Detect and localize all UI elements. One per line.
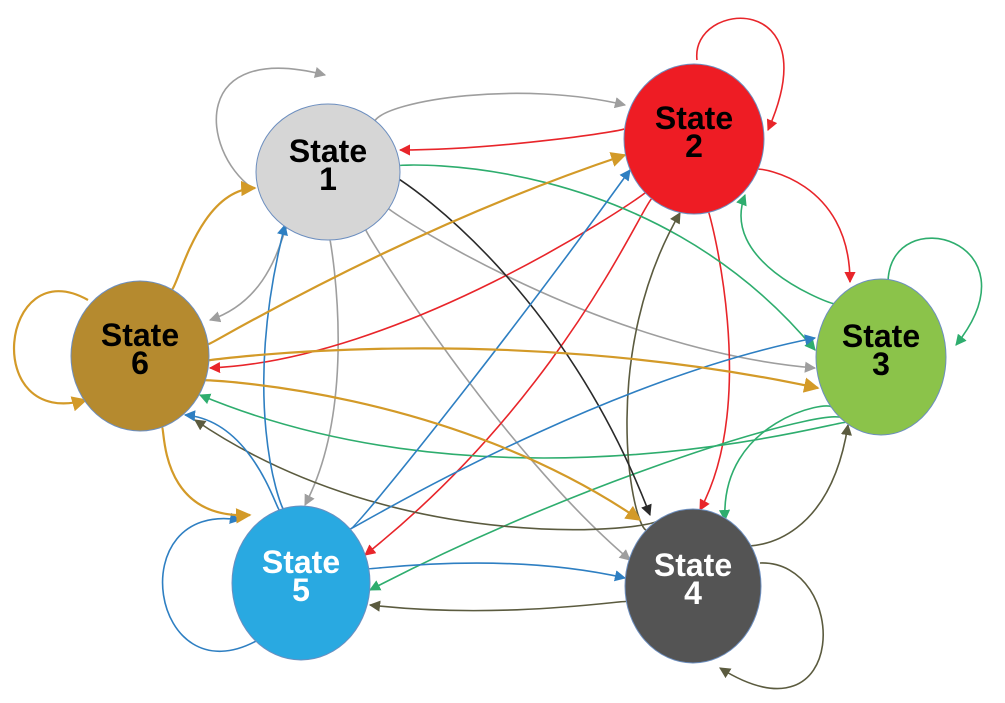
node-number-s1: 1 bbox=[319, 161, 337, 197]
node-label-s5: State bbox=[262, 544, 340, 580]
node-number-s2: 2 bbox=[685, 128, 703, 164]
node-label-s1: State bbox=[289, 133, 367, 169]
edge-s2-to-s5 bbox=[364, 198, 653, 556]
node-circle-s6 bbox=[70, 280, 210, 432]
node-circle-s5 bbox=[231, 505, 371, 661]
edge-s5-to-s2 bbox=[349, 169, 631, 530]
edge-s5-to-s4 bbox=[368, 562, 627, 582]
edge-s5-to-s5 bbox=[161, 512, 259, 653]
node-label-s2: State bbox=[655, 100, 733, 136]
edge-s3-to-s3 bbox=[887, 237, 983, 346]
edge-s4-to-s2 bbox=[626, 212, 681, 531]
edge-s1-to-s5 bbox=[304, 239, 339, 506]
node-label-s6: State bbox=[101, 317, 179, 353]
node-label-s3: State bbox=[842, 318, 920, 354]
edge-s4-to-s3 bbox=[750, 423, 852, 547]
edge-s6-to-s3 bbox=[208, 347, 820, 393]
node-number-s6: 6 bbox=[131, 345, 149, 381]
edge-s6-to-s5 bbox=[161, 426, 252, 524]
edge-s1-to-s6 bbox=[208, 227, 288, 323]
edge-s2-to-s6 bbox=[208, 192, 646, 374]
edge-s5-to-s3 bbox=[349, 334, 817, 530]
edge-s1-to-s2 bbox=[374, 92, 627, 122]
edge-s2-to-s1 bbox=[398, 127, 626, 156]
node-circle-s2 bbox=[623, 63, 765, 215]
node-circle-s4 bbox=[624, 508, 762, 664]
edge-s1-to-s4 bbox=[365, 229, 631, 561]
edge-s2-to-s3 bbox=[757, 168, 856, 284]
edge-s3-to-s4 bbox=[718, 405, 833, 522]
edge-s1-to-s1 bbox=[215, 67, 327, 189]
node-circle-s3 bbox=[815, 278, 947, 436]
edge-s2-to-s2 bbox=[696, 17, 785, 132]
edge-s5-to-s1 bbox=[263, 223, 288, 510]
edge-s6-to-s1 bbox=[171, 180, 257, 291]
edge-s3-to-s5 bbox=[369, 416, 844, 591]
edge-s4-to-s6 bbox=[194, 419, 660, 531]
edge-s3-to-s6 bbox=[198, 393, 846, 459]
edges-layer bbox=[13, 17, 983, 690]
node-number-s5: 5 bbox=[292, 572, 310, 608]
node-number-s3: 3 bbox=[872, 346, 890, 382]
node-label-s4: State bbox=[654, 547, 732, 583]
edge-s1-to-s3 bbox=[388, 208, 817, 373]
edge-s3-to-s2 bbox=[736, 193, 834, 305]
edge-s2-to-s4 bbox=[699, 211, 731, 511]
edge-s4-to-s4 bbox=[719, 562, 824, 690]
edge-s1-to-s3 bbox=[399, 164, 816, 351]
node-circle-s1 bbox=[255, 103, 401, 241]
edge-s4-to-s5 bbox=[368, 600, 628, 612]
node-number-s4: 4 bbox=[684, 575, 702, 611]
edge-s6-to-s4 bbox=[205, 379, 642, 521]
edge-s1-to-s4 bbox=[399, 178, 652, 517]
edge-s5-to-s6 bbox=[183, 410, 280, 511]
edge-s6-to-s6 bbox=[13, 290, 89, 412]
edge-s6-to-s2 bbox=[207, 152, 627, 346]
